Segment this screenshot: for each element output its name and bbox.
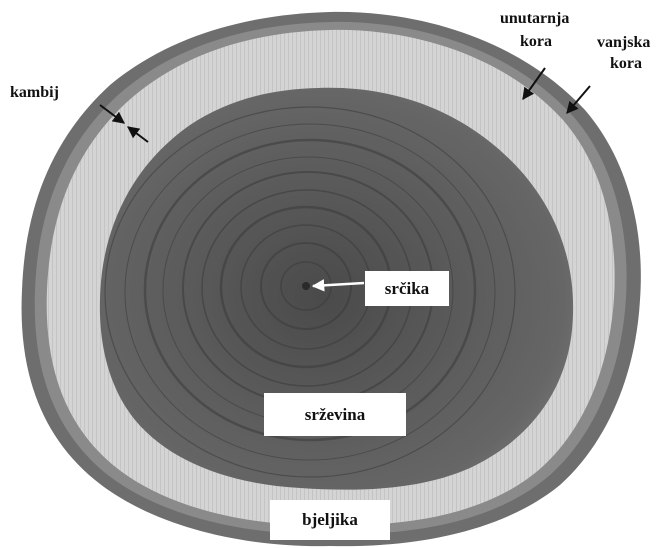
label-unutarnja-kora-line2: kora [520,33,552,51]
label-srcika: srčika [365,271,449,306]
label-unutarnja-kora-line1: unutarnja [500,10,569,28]
label-srzevina: srževina [264,393,406,436]
pith [302,282,310,290]
label-vanjska-kora-line2: kora [610,55,642,73]
label-vanjska-kora-line1: vanjska [597,34,650,52]
label-bjeljika: bjeljika [270,500,390,540]
label-kambij: kambij [10,84,59,102]
